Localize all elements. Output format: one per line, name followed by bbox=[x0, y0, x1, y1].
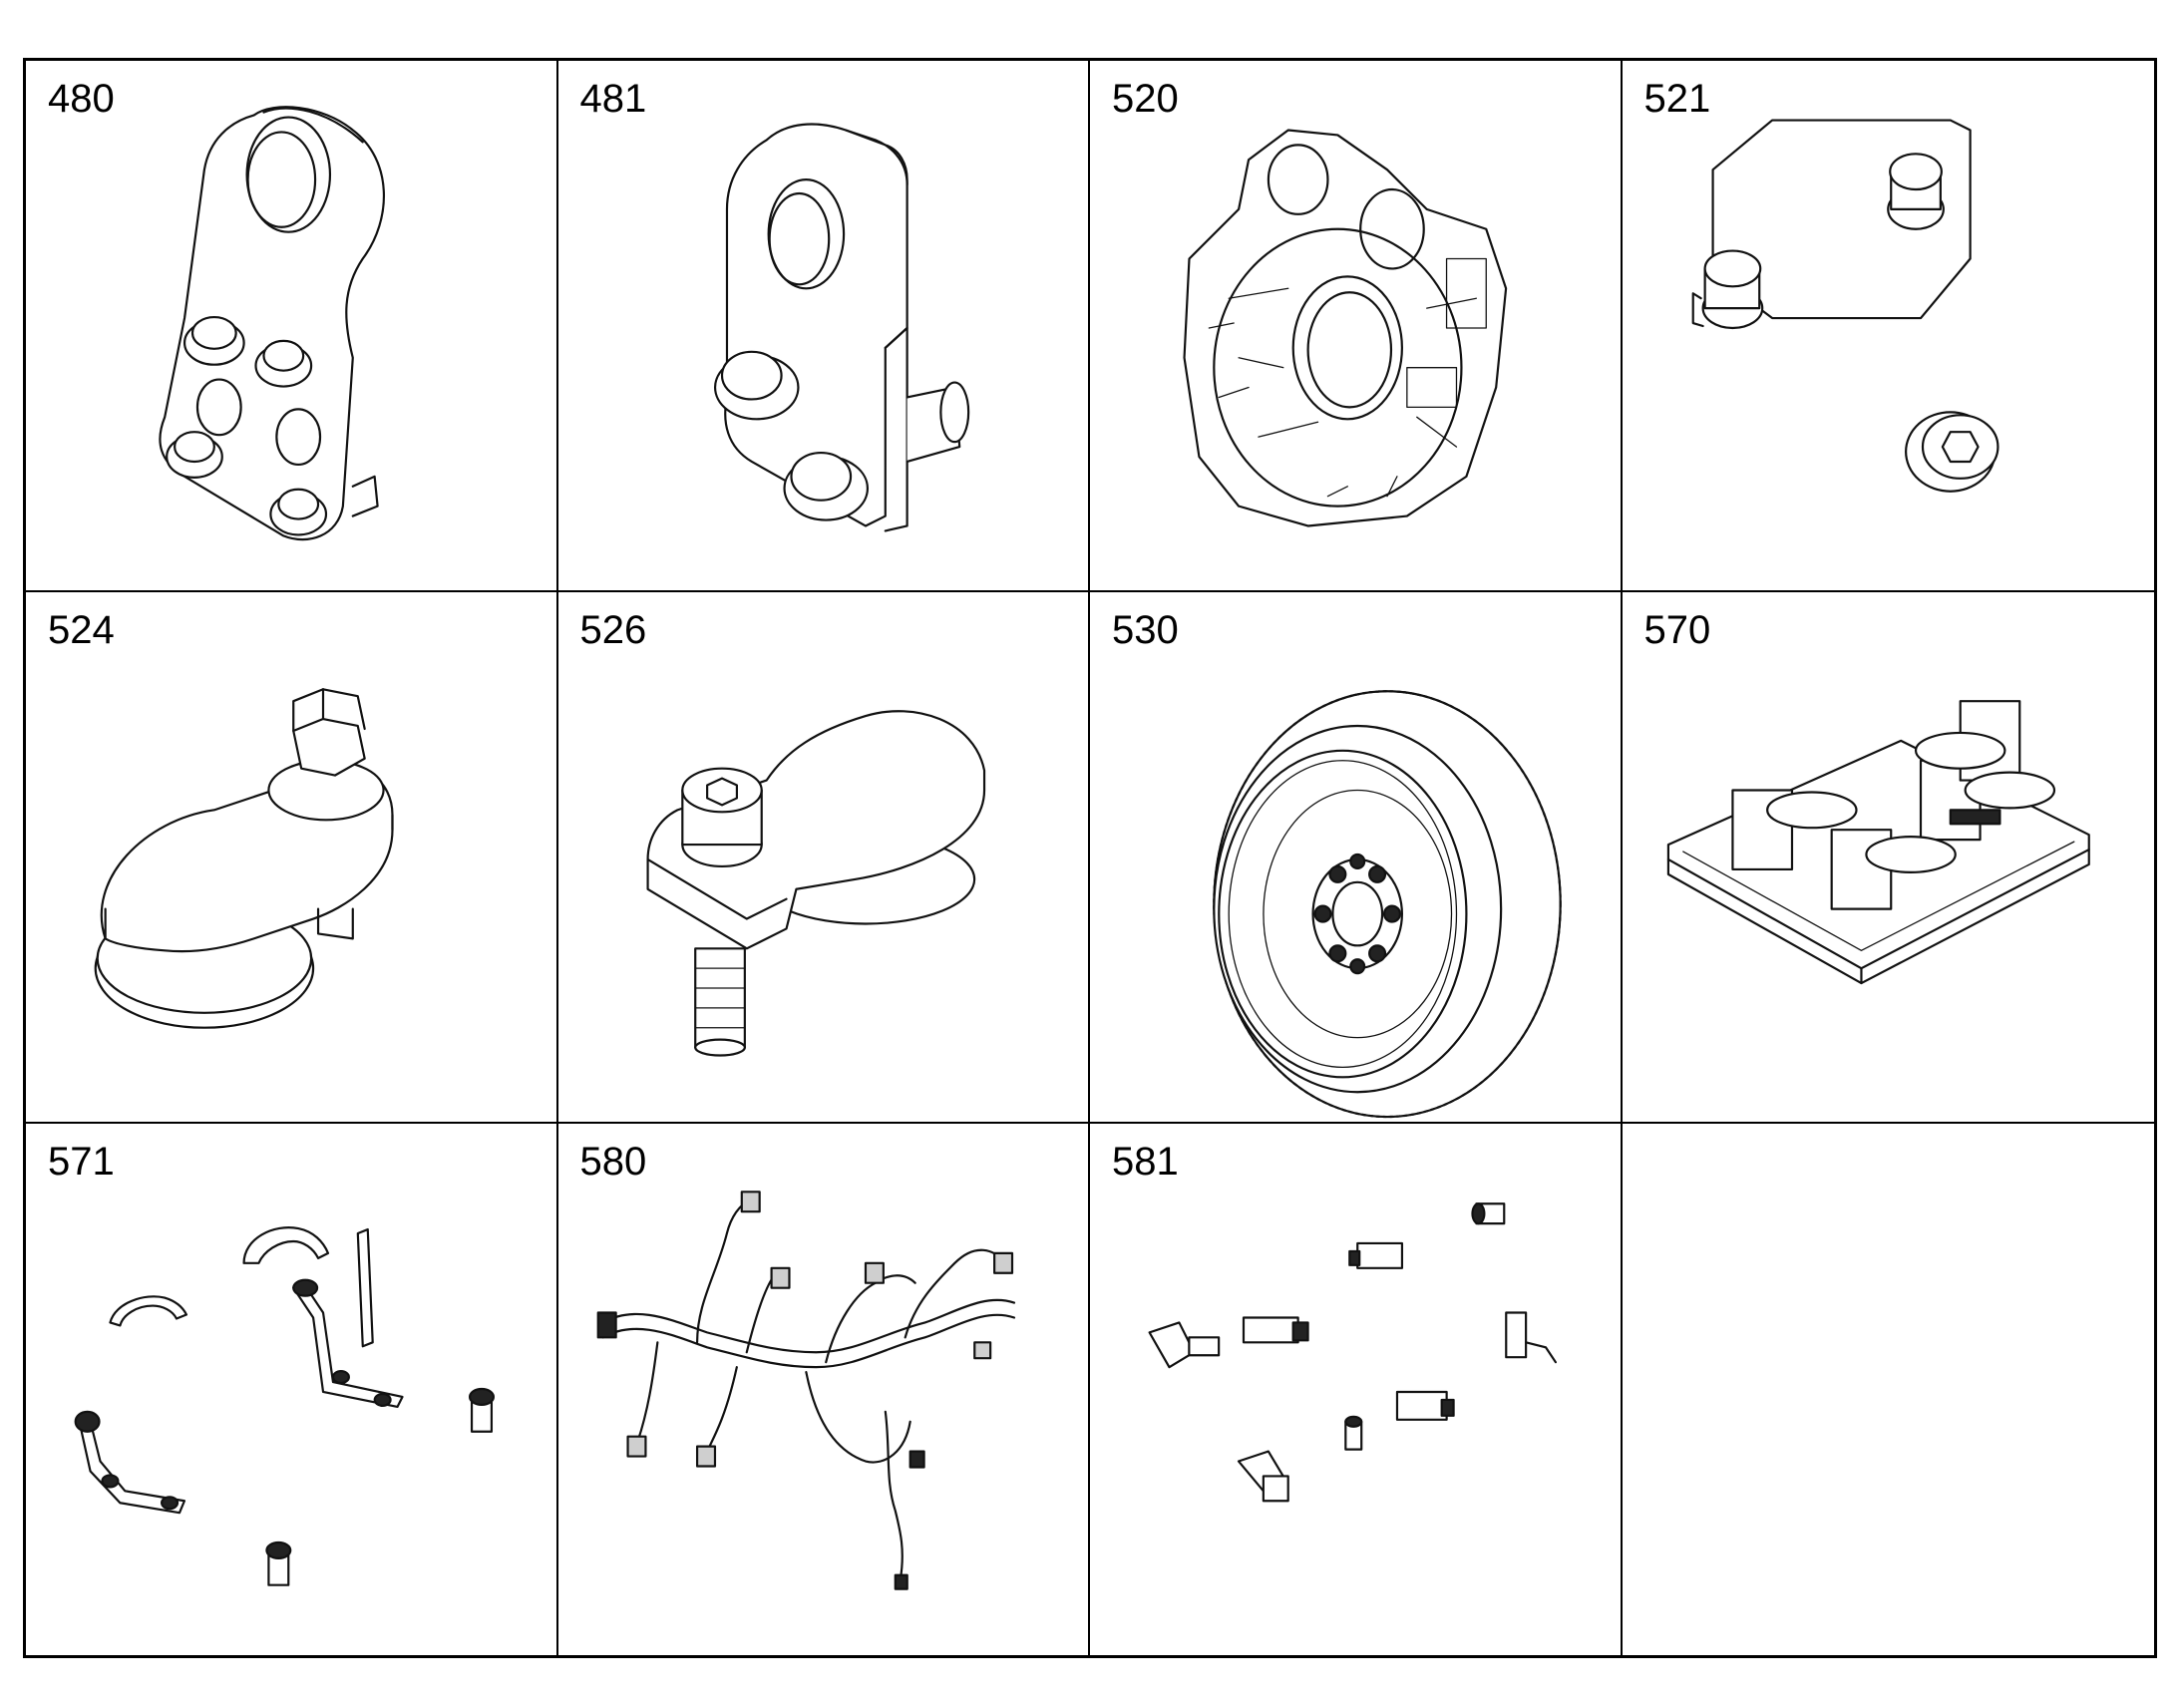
part-number: 526 bbox=[579, 608, 647, 652]
part-number: 570 bbox=[1643, 608, 1711, 652]
sensor-8 bbox=[1237, 1450, 1289, 1503]
part-cell-580[interactable]: 580 bbox=[558, 1124, 1090, 1655]
part-number: 530 bbox=[1112, 608, 1179, 652]
parts-grid: 480 481 bbox=[23, 58, 2157, 1658]
part-cell-581[interactable]: 581 bbox=[1090, 1124, 1623, 1655]
sensor-3 bbox=[1242, 1316, 1309, 1344]
part-number: 521 bbox=[1643, 77, 1711, 121]
part-cell-526[interactable]: 526 bbox=[557, 592, 1090, 1124]
sensor-4 bbox=[1148, 1321, 1221, 1369]
wiring-harness-icon bbox=[596, 1191, 1015, 1590]
bracket-with-two-bolts-and-pin-icon bbox=[713, 123, 969, 532]
sensors-set-icon bbox=[1148, 1202, 1558, 1503]
clamps-and-brackets-set-icon bbox=[74, 1226, 496, 1586]
part-number: 524 bbox=[48, 608, 115, 652]
oval-cover-with-socket-screw-icon bbox=[645, 710, 985, 1057]
flywheel-housing-icon bbox=[1183, 129, 1508, 527]
oval-cover-with-hex-bolt-icon bbox=[94, 688, 394, 1029]
part-number: 481 bbox=[579, 77, 647, 121]
cover-plate-with-bolts-and-plug-icon bbox=[1691, 119, 1999, 493]
sensor-6 bbox=[1395, 1390, 1455, 1421]
injector-module-icon bbox=[1666, 700, 2090, 985]
part-number: 580 bbox=[579, 1140, 647, 1184]
sensor-2 bbox=[1348, 1241, 1404, 1269]
sensor-5 bbox=[1505, 1311, 1558, 1364]
part-cell-571[interactable]: 571 bbox=[26, 1124, 558, 1655]
part-number: 520 bbox=[1112, 77, 1179, 121]
part-number: 571 bbox=[48, 1140, 115, 1184]
part-cell-480[interactable]: 480 bbox=[26, 61, 558, 592]
part-cell-520[interactable]: 520 bbox=[1090, 61, 1623, 592]
part-cell-524[interactable]: 524 bbox=[26, 592, 558, 1124]
part-cell-570[interactable]: 570 bbox=[1622, 592, 2154, 1124]
part-cell-521[interactable]: 521 bbox=[1622, 61, 2154, 592]
sensor-1 bbox=[1471, 1202, 1506, 1225]
part-number: 581 bbox=[1112, 1140, 1179, 1184]
part-number: 480 bbox=[48, 77, 115, 121]
sensor-7 bbox=[1344, 1415, 1363, 1451]
empty-cell bbox=[1623, 1124, 2155, 1655]
part-cell-530[interactable]: 530 bbox=[1090, 592, 1623, 1124]
flywheel-with-ring-gear-icon bbox=[1213, 690, 1562, 1119]
part-cell-481[interactable]: 481 bbox=[557, 61, 1090, 592]
bracket-plate-with-four-bolts-icon bbox=[159, 106, 386, 541]
